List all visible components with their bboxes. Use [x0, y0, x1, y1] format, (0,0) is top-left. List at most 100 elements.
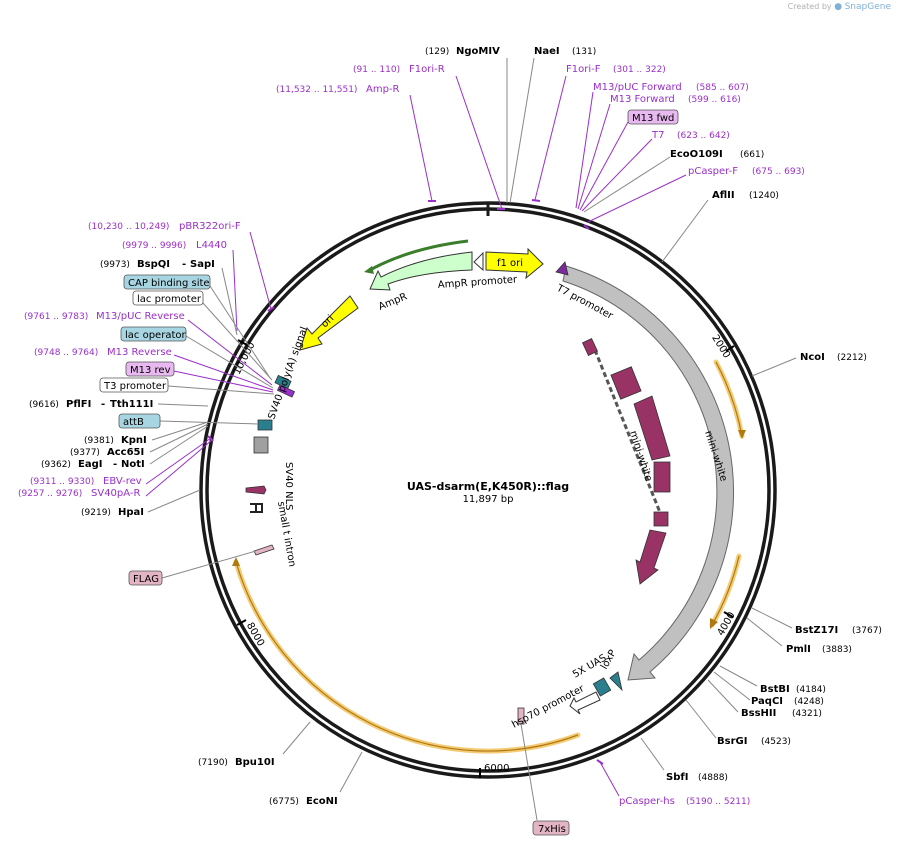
enzyme-ecoo109i[interactable]: EcoO109I: [670, 149, 723, 160]
leader-bstbi: [719, 665, 758, 687]
enzyme-sapi[interactable]: SapI: [190, 259, 215, 270]
primer-t7[interactable]: T7: [651, 130, 664, 141]
enzyme-aflii[interactable]: AflII: [712, 190, 735, 201]
enzyme-sbfi[interactable]: SbfI: [666, 772, 688, 783]
leader-ebv-rev: [145, 437, 212, 485]
primer-m13-forward[interactable]: M13 Forward: [610, 94, 675, 105]
enzyme-hpai[interactable]: HpaI: [118, 507, 144, 518]
mini-white-feature[interactable]: [562, 265, 735, 681]
label-7xhis: 7xHis: [538, 824, 566, 835]
box-m13-fwd[interactable]: [627, 109, 679, 125]
ampr-feature[interactable]: [369, 251, 473, 291]
enzyme-bsrgi[interactable]: BsrGI: [717, 736, 747, 747]
primer-sv40pa-r[interactable]: SV40pA-R: [91, 488, 140, 499]
enzyme-noti[interactable]: NotI: [121, 459, 145, 470]
pos-pcasper-f: (675 .. 693): [752, 167, 805, 177]
enzyme-ngomiv[interactable]: NgoMIV: [456, 46, 500, 57]
t7-promoter-feature[interactable]: [555, 261, 569, 276]
primer-f1ori-r[interactable]: F1ori-R: [409, 64, 445, 75]
pos-naei: (131): [572, 47, 596, 57]
left-small-features: [245, 374, 296, 556]
box-lac-operator[interactable]: [120, 326, 187, 342]
primer-amp-r[interactable]: Amp-R: [366, 84, 400, 95]
primer-pcasper-f[interactable]: pCasper-F: [688, 166, 738, 177]
pos-pbr322ori-f: (10,230 .. 10,249): [88, 222, 169, 232]
credit-brand: SnapGene: [844, 2, 891, 12]
box-flag[interactable]: [128, 570, 163, 586]
enzyme-tth111i[interactable]: Tth111I: [110, 399, 153, 410]
box-cap-binding-site[interactable]: [123, 274, 211, 290]
sep-noti: -: [113, 459, 117, 470]
primer-f1ori-f[interactable]: F1ori-F: [566, 64, 601, 75]
primer-pbr322ori-f[interactable]: pBR322ori-F: [179, 221, 241, 232]
enzyme-bsshii[interactable]: BssHII: [741, 708, 776, 719]
leader-lac-operator: [185, 335, 274, 389]
label-sv40-nls: SV40 NLS: [283, 462, 294, 511]
primer-m13-reverse[interactable]: M13 Reverse: [107, 347, 172, 358]
leader-bsrgi: [685, 699, 717, 739]
primer-pcasper-f-mark: [583, 224, 590, 230]
leader-m13-rev: [173, 370, 274, 393]
ampr-promoter-feature[interactable]: [473, 251, 484, 272]
box-attb[interactable]: [118, 413, 161, 429]
sv40-nls-feature[interactable]: [245, 485, 267, 495]
leader-flag: [161, 550, 257, 579]
exon-5: [653, 511, 669, 527]
pos-ngomiv: (129): [425, 47, 449, 57]
leader-ncoi: [751, 357, 797, 377]
ampr-orf-head: [364, 266, 374, 274]
pos-sbfi: (4888): [698, 773, 728, 783]
leader-m13-puc-reverse: [187, 319, 273, 386]
leader-pflfi: [157, 403, 209, 407]
uas-feature[interactable]: [592, 677, 612, 697]
enzyme-pflfi[interactable]: PflFI: [66, 399, 91, 410]
enzyme-pmli[interactable]: PmlI: [786, 644, 811, 655]
enzyme-acc65i[interactable]: Acc65I: [107, 447, 144, 458]
enzyme-bpu10i[interactable]: Bpu10I: [235, 757, 275, 768]
loxp-feature[interactable]: [609, 671, 623, 692]
mini-white-exons[interactable]: [581, 338, 671, 585]
enzyme-bstz17i[interactable]: BstZ17I: [795, 625, 838, 636]
leader-pmli: [746, 617, 783, 647]
leader-bstz17i: [751, 607, 793, 629]
ori-feature[interactable]: [299, 295, 359, 351]
leader-7xhis: [520, 723, 538, 821]
snapgene-credit: Created by ● SnapGene: [788, 2, 891, 12]
hsp70-promoter-feature[interactable]: [569, 691, 601, 715]
enzyme-bspqi[interactable]: BspQI: [137, 259, 170, 270]
enzyme-ncoi[interactable]: NcoI: [800, 352, 825, 363]
box-t3-promoter[interactable]: [99, 377, 169, 393]
enzyme-paqci[interactable]: PaqCI: [751, 696, 783, 707]
label-sv40-polya: SV40 poly(A) signal: [266, 325, 310, 421]
box-m13-rev[interactable]: [125, 361, 175, 377]
primer-m13-puc-reverse[interactable]: M13/pUC Reverse: [96, 311, 185, 322]
pos-ncoi: (2212): [837, 353, 867, 363]
pos-bstz17i: (3767): [852, 626, 882, 636]
tick-4000: [723, 611, 734, 618]
label-lac-operator: lac operator: [125, 330, 186, 341]
exon-2: [610, 366, 642, 400]
pos-ecoo109i: (661): [740, 150, 764, 160]
enzyme-bstbi[interactable]: BstBI: [760, 684, 790, 695]
sv40-polya-feature[interactable]: [253, 436, 269, 454]
primer-f1ori-f-mark: [531, 199, 541, 202]
box-lac-promoter[interactable]: [132, 290, 204, 306]
box-7xhis[interactable]: [532, 820, 570, 836]
primer-ebv-rev[interactable]: EBV-rev: [103, 476, 142, 487]
enzyme-kpni[interactable]: KpnI: [121, 435, 147, 446]
primer-l4440[interactable]: L4440: [196, 240, 227, 251]
label-m13-fwd: M13 fwd: [632, 113, 674, 124]
enzyme-eagi[interactable]: EagI: [78, 459, 102, 470]
leader-kpni: [151, 421, 209, 441]
small-t-intron-feature[interactable]: [250, 503, 263, 513]
primer-pcasper-hs[interactable]: pCasper-hs: [619, 796, 675, 807]
enzyme-econi[interactable]: EcoNI: [306, 796, 338, 807]
enzyme-naei[interactable]: NaeI: [534, 46, 560, 57]
tick-8000: [236, 619, 247, 626]
pos-bpu10i: (7190): [198, 758, 228, 768]
flag-feature[interactable]: [253, 544, 275, 556]
leader-aflii: [661, 199, 709, 263]
f1-ori-feature[interactable]: [485, 247, 544, 280]
leader-eagi: [149, 425, 209, 465]
primer-m13-puc-forward[interactable]: M13/pUC Forward: [593, 82, 682, 93]
